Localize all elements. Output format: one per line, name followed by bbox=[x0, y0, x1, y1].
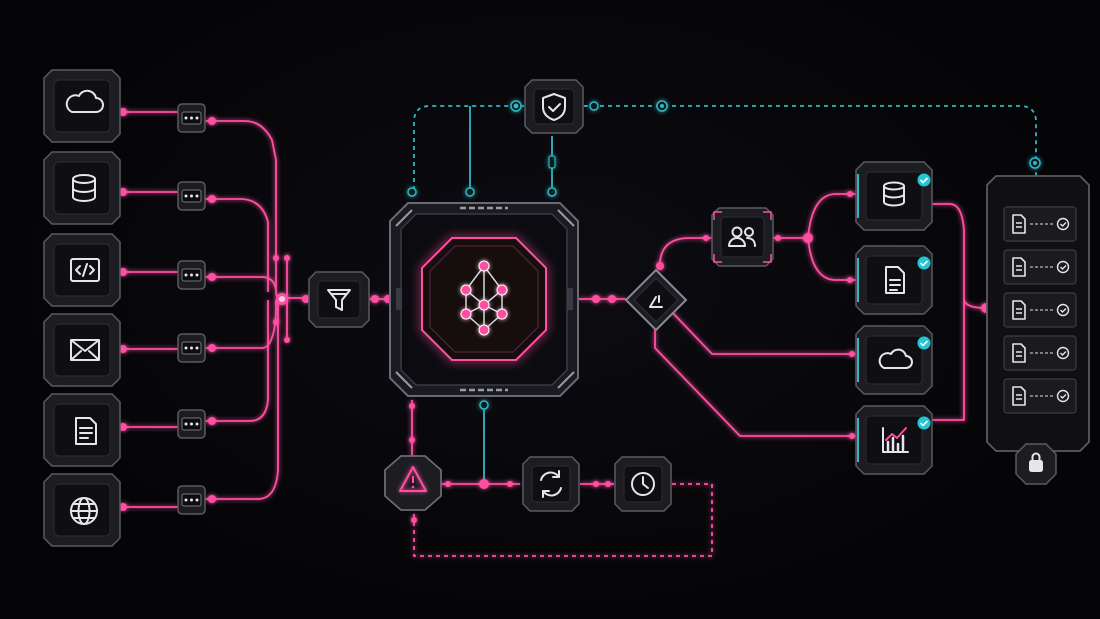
database-icon bbox=[72, 174, 96, 202]
verified-check-icon bbox=[917, 336, 931, 350]
audit-log-entry[interactable] bbox=[1003, 206, 1077, 242]
source-code-node[interactable] bbox=[43, 233, 121, 307]
control-ports bbox=[407, 100, 1041, 410]
shield-check-icon bbox=[542, 93, 566, 121]
ellipsis-chip-icon bbox=[184, 116, 199, 120]
funnel-icon bbox=[327, 289, 351, 311]
diamond-decision-icon bbox=[649, 295, 663, 308]
ellipsis-chip-icon bbox=[184, 498, 199, 502]
ellipsis-chip-icon bbox=[184, 194, 199, 198]
check-circle-icon bbox=[1056, 303, 1070, 317]
source-mail-node[interactable] bbox=[43, 313, 121, 387]
check-circle-icon bbox=[1056, 217, 1070, 231]
globe-icon bbox=[70, 497, 98, 525]
ellipsis-chip-icon bbox=[184, 273, 199, 277]
document-icon bbox=[1012, 214, 1026, 234]
retry-node[interactable] bbox=[522, 456, 580, 512]
source-cloud-node[interactable] bbox=[43, 69, 121, 143]
output-cloud-node[interactable] bbox=[855, 325, 933, 395]
cloud-icon bbox=[65, 89, 104, 113]
connector-chip[interactable] bbox=[177, 409, 206, 439]
audit-log-entry[interactable] bbox=[1003, 249, 1077, 285]
database-icon bbox=[883, 181, 905, 207]
verified-check-icon bbox=[917, 173, 931, 187]
filter-node[interactable] bbox=[308, 271, 370, 328]
output-chart-node[interactable] bbox=[855, 405, 933, 475]
error-loop bbox=[384, 455, 672, 512]
users-node[interactable] bbox=[711, 207, 774, 267]
warning-node[interactable] bbox=[384, 455, 442, 511]
document-icon bbox=[1012, 257, 1026, 277]
network-graph-icon bbox=[460, 260, 508, 336]
source-document-node[interactable] bbox=[43, 393, 121, 467]
document-icon bbox=[885, 266, 905, 294]
connector-chip[interactable] bbox=[177, 333, 206, 363]
lock-icon bbox=[1029, 452, 1043, 472]
check-circle-icon bbox=[1056, 260, 1070, 274]
verified-check-icon bbox=[917, 256, 931, 270]
connector-chip[interactable] bbox=[177, 103, 206, 133]
document-icon bbox=[1012, 300, 1026, 320]
ellipsis-chip-icon bbox=[184, 422, 199, 426]
connector-chip[interactable] bbox=[177, 181, 206, 211]
code-icon bbox=[70, 258, 100, 282]
source-database-node[interactable] bbox=[43, 151, 121, 225]
lock-badge[interactable] bbox=[1015, 443, 1057, 485]
audit-log-panel bbox=[986, 175, 1090, 485]
document-icon bbox=[1012, 386, 1026, 406]
schedule-node[interactable] bbox=[614, 456, 672, 512]
output-database-node[interactable] bbox=[855, 161, 933, 231]
router-node[interactable] bbox=[624, 268, 688, 332]
audit-log-entry[interactable] bbox=[1003, 378, 1077, 414]
connector-chip[interactable] bbox=[177, 485, 206, 515]
ellipsis-chip-icon bbox=[184, 346, 199, 350]
cloud-icon bbox=[878, 348, 913, 369]
document-icon bbox=[75, 417, 97, 445]
users-icon bbox=[728, 226, 756, 247]
document-icon bbox=[1012, 343, 1026, 363]
security-node[interactable] bbox=[524, 79, 584, 134]
verified-check-icon bbox=[917, 416, 931, 430]
connector-chips bbox=[177, 103, 206, 515]
output-document-node[interactable] bbox=[855, 245, 933, 315]
chart-growth-icon bbox=[882, 427, 909, 453]
mail-icon bbox=[70, 339, 100, 361]
source-tiles bbox=[43, 69, 121, 547]
clock-icon bbox=[631, 472, 655, 496]
source-globe-node[interactable] bbox=[43, 473, 121, 547]
connector-chip[interactable] bbox=[177, 260, 206, 290]
audit-log-entry[interactable] bbox=[1003, 292, 1077, 328]
check-circle-icon bbox=[1056, 389, 1070, 403]
control-flow-wires bbox=[413, 105, 1037, 484]
hub-node[interactable] bbox=[389, 202, 579, 397]
refresh-icon bbox=[540, 470, 562, 498]
check-circle-icon bbox=[1056, 346, 1070, 360]
audit-log-entry[interactable] bbox=[1003, 335, 1077, 371]
output-tiles bbox=[855, 161, 933, 475]
warning-icon bbox=[399, 466, 427, 492]
